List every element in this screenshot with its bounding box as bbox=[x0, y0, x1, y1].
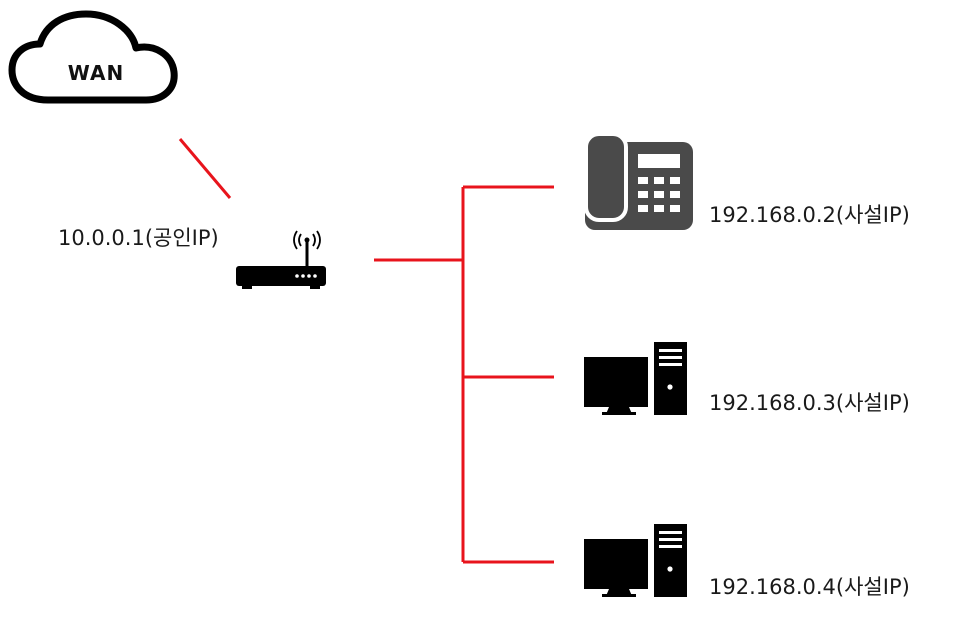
desktop-1-ip-label: 192.168.0.3(사설IP) bbox=[709, 391, 910, 415]
desktop-2-ip-label: 192.168.0.4(사설IP) bbox=[709, 575, 910, 599]
desktop-computer-icon bbox=[584, 524, 687, 597]
phone-ip-label: 192.168.0.2(사설IP) bbox=[709, 203, 910, 227]
router-icon bbox=[236, 230, 326, 289]
desk-phone-icon bbox=[584, 132, 693, 230]
lan-links bbox=[374, 185, 554, 564]
wan-router-link bbox=[178, 138, 232, 199]
wan-cloud-icon: WAN bbox=[8, 10, 178, 104]
wan-label: WAN bbox=[68, 61, 124, 85]
desktop-computer-icon bbox=[584, 342, 687, 415]
router-ip-label: 10.0.0.1(공인IP) bbox=[58, 226, 219, 250]
